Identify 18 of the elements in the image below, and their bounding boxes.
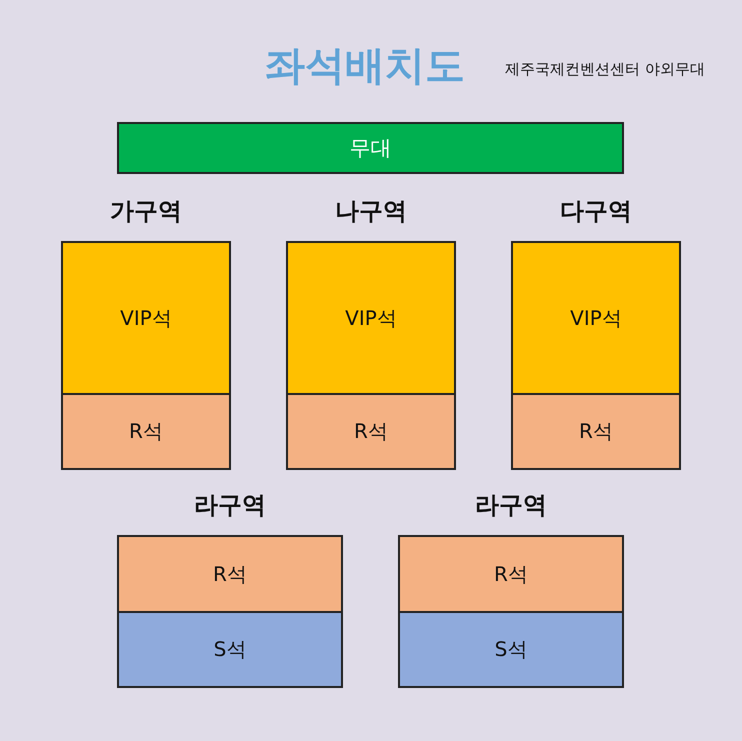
section-heading: 가구역 [109,196,183,227]
seating-area: VIP석 [286,241,456,395]
seating-area: VIP석 [511,241,681,395]
title: 좌석배치도 [264,42,466,91]
section-heading: 라구역 [474,490,548,521]
seating-area: S석 [117,611,343,688]
venue-label: 제주국제컨벤션센터 야외무대 [505,60,705,79]
seating-area: R석 [398,535,624,613]
section-heading: 라구역 [193,490,267,521]
seating-area: S석 [398,611,624,688]
seating-area: R석 [286,393,456,470]
seating-area: R석 [117,535,343,613]
section-heading: 나구역 [334,196,408,227]
seating-area: R석 [511,393,681,470]
stage-box: 무대 [117,122,624,174]
seating-area: R석 [61,393,231,470]
section-heading: 다구역 [559,196,633,227]
seating-area: VIP석 [61,241,231,395]
